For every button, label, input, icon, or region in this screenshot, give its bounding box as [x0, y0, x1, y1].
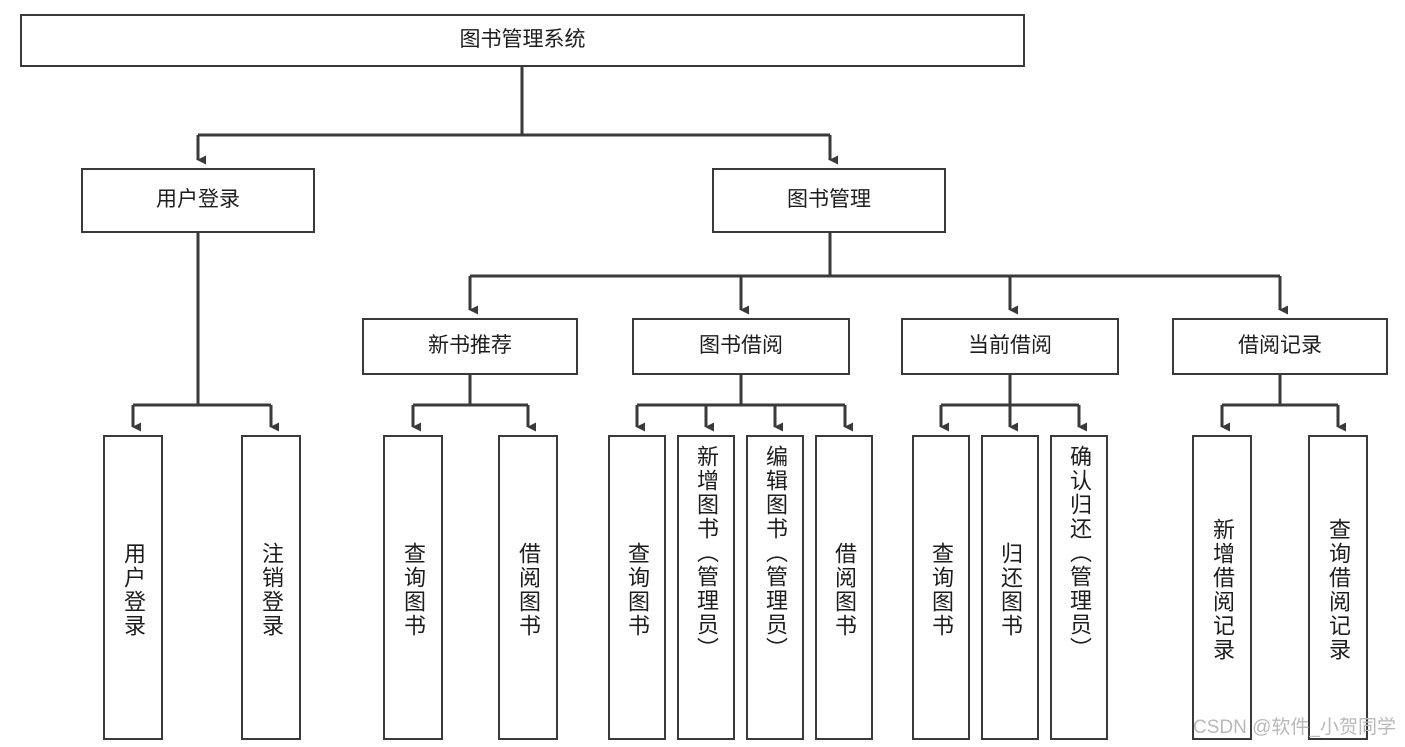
node-leaf-borrow-book-recommend[interactable]: 借阅图书 [498, 435, 558, 740]
node-leaf-confirm-return[interactable]: 确认归还（管理员） [1050, 435, 1108, 740]
node-label: 查询图书 [929, 541, 954, 638]
node-label: 借阅记录 [1238, 334, 1322, 358]
node-leaf-borrow-book[interactable]: 借阅图书 [815, 435, 873, 740]
node-label: 新书推荐 [428, 334, 512, 358]
node-label: 注销登录 [259, 541, 284, 638]
node-leaf-add-book[interactable]: 新增图书（管理员） [677, 435, 735, 740]
node-label: 归还图书 [998, 541, 1023, 638]
node-book-borrow[interactable]: 图书借阅 [632, 318, 850, 375]
node-label: 查询图书 [401, 541, 426, 638]
node-current-borrow[interactable]: 当前借阅 [901, 318, 1119, 375]
node-label: 当前借阅 [968, 334, 1052, 358]
node-label: 编辑图书（管理员） [763, 445, 788, 661]
node-leaf-logout[interactable]: 注销登录 [241, 435, 301, 740]
node-label: 查询借阅记录 [1326, 517, 1351, 662]
node-label: 借阅图书 [832, 541, 857, 638]
node-user-login[interactable]: 用户登录 [81, 168, 315, 233]
node-label: 用户登录 [121, 541, 146, 638]
node-leaf-query-borrow-record[interactable]: 查询借阅记录 [1308, 435, 1368, 740]
node-leaf-query-book-recommend[interactable]: 查询图书 [383, 435, 443, 740]
node-label: 查询图书 [625, 541, 650, 638]
node-book-manage[interactable]: 图书管理 [712, 168, 946, 233]
node-leaf-add-borrow-record[interactable]: 新增借阅记录 [1192, 435, 1252, 740]
node-leaf-query-book-current[interactable]: 查询图书 [912, 435, 970, 740]
node-label: 新增图书（管理员） [694, 445, 719, 661]
node-label: 确认归还（管理员） [1067, 445, 1092, 661]
node-label: 图书管理系统 [459, 28, 586, 52]
node-new-book-recommend[interactable]: 新书推荐 [362, 318, 578, 375]
node-label: 图书借阅 [699, 334, 783, 358]
node-label: 图书管理 [787, 188, 871, 212]
node-label: 用户登录 [156, 188, 240, 212]
node-label: 新增借阅记录 [1210, 517, 1235, 662]
node-leaf-user-login[interactable]: 用户登录 [103, 435, 163, 740]
node-root-system[interactable]: 图书管理系统 [20, 14, 1025, 67]
node-borrow-record[interactable]: 借阅记录 [1172, 318, 1388, 375]
node-leaf-query-book-borrow[interactable]: 查询图书 [608, 435, 666, 740]
node-leaf-edit-book[interactable]: 编辑图书（管理员） [746, 435, 804, 740]
node-label: 借阅图书 [516, 541, 541, 638]
node-leaf-return-book[interactable]: 归还图书 [981, 435, 1039, 740]
